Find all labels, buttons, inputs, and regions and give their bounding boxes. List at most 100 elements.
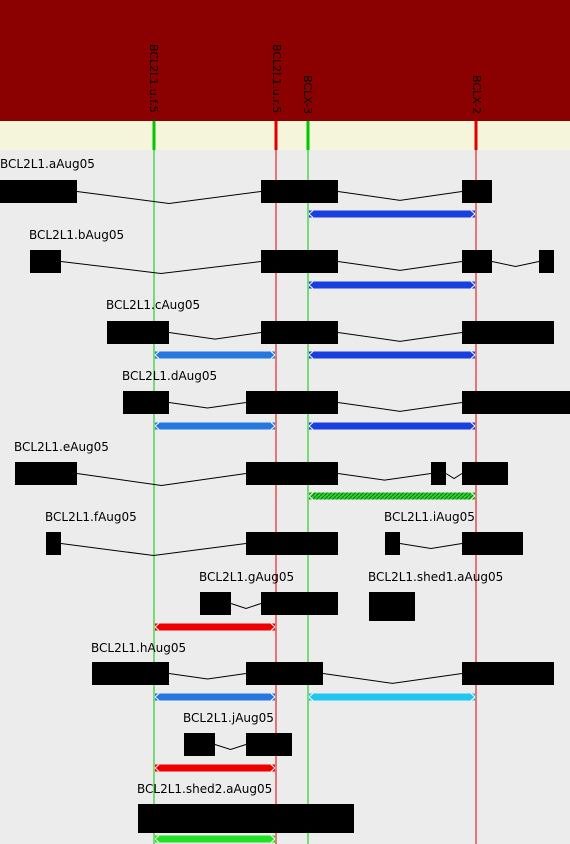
intron-connector xyxy=(491,261,540,268)
amplicon-cap xyxy=(270,764,276,772)
exon-block xyxy=(261,250,338,273)
amplicon-cap xyxy=(270,351,276,359)
exon-block xyxy=(123,391,169,414)
transcript-label-g: BCL2L1.gAug05 xyxy=(199,570,295,584)
exon-block xyxy=(15,462,77,485)
amplicon-cap xyxy=(470,492,476,500)
exon-block xyxy=(200,592,231,615)
amplicon-cap xyxy=(270,422,276,430)
amplicon-cap xyxy=(308,351,314,359)
transcript-label-h: BCL2L1.hAug05 xyxy=(91,641,187,655)
exon-block xyxy=(462,462,508,485)
amplicon-bar xyxy=(309,492,475,500)
exon-block xyxy=(0,180,77,203)
intron-connector xyxy=(76,191,262,205)
transcript-label-e: BCL2L1.eAug05 xyxy=(14,440,109,454)
exon-block xyxy=(431,462,446,485)
amplicon-bar xyxy=(155,422,275,430)
amplicon-cap xyxy=(308,281,314,289)
amplicon-bar xyxy=(155,623,275,631)
transcript-label-b: BCL2L1.bAug05 xyxy=(29,228,125,242)
intron-connector xyxy=(60,261,262,275)
exon-block xyxy=(184,733,215,756)
amplicon-bar xyxy=(309,351,475,359)
intron-connector xyxy=(168,332,262,340)
primer-label-forward-1: BCL2L1.u.f.5 xyxy=(147,44,160,113)
transcript-label-a: BCL2L1.aAug05 xyxy=(0,157,95,171)
intron-connector xyxy=(445,473,463,480)
intron-connector xyxy=(76,473,247,487)
transcript-label-c: BCL2L1.cAug05 xyxy=(106,298,201,312)
amplicon-bar xyxy=(309,422,475,430)
amplicon-cap xyxy=(470,693,476,701)
transcript-label-f: BCL2L1.fAug05 xyxy=(45,510,137,524)
amplicon-cap xyxy=(470,351,476,359)
header-band xyxy=(0,0,570,121)
exon-block xyxy=(246,462,338,485)
exon-block xyxy=(246,391,338,414)
exon-block xyxy=(246,532,338,555)
exon-block xyxy=(261,592,338,615)
exon-block xyxy=(246,662,323,685)
exon-block xyxy=(138,804,354,833)
intron-connector xyxy=(60,543,247,557)
amplicon-bar xyxy=(155,351,275,359)
exon-block xyxy=(462,391,570,414)
exon-block xyxy=(462,662,554,685)
primer-marker xyxy=(152,121,156,150)
amplicon-bar xyxy=(155,835,275,843)
primer-label-reverse-1: BCL2L1.u.r.5 xyxy=(270,44,283,114)
exon-block xyxy=(46,532,61,555)
transcript-label-shed2: BCL2L1.shed2.aAug05 xyxy=(137,782,273,796)
intron-connector xyxy=(337,332,463,342)
exon-block xyxy=(385,532,400,555)
amplicon-cap xyxy=(154,623,160,631)
amplicon-cap xyxy=(270,623,276,631)
primer-label-forward-2: BCLX-3 xyxy=(301,75,314,115)
amplicon-cap xyxy=(154,422,160,430)
exon-block xyxy=(539,250,554,273)
transcript-label-shed1: BCL2L1.shed1.aAug05 xyxy=(368,570,504,584)
primer-marker xyxy=(306,121,310,150)
amplicon-bar xyxy=(155,693,275,701)
amplicon-cap xyxy=(308,422,314,430)
exon-block xyxy=(261,180,338,203)
exon-block xyxy=(30,250,61,273)
amplicon-cap xyxy=(154,835,160,843)
amplicon-bar xyxy=(155,764,275,772)
intron-connector xyxy=(399,543,463,550)
exon-block xyxy=(261,321,338,344)
intron-connector xyxy=(337,191,463,201)
amplicon-cap xyxy=(470,422,476,430)
intron-connector xyxy=(337,473,432,481)
intron-connector xyxy=(168,402,247,409)
intron-connector xyxy=(337,261,463,271)
amplicon-cap xyxy=(470,281,476,289)
transcript-label-d: BCL2L1.dAug05 xyxy=(122,369,218,383)
amplicon-bar xyxy=(309,693,475,701)
amplicon-bar xyxy=(309,281,475,289)
primer-marker xyxy=(474,121,478,150)
intron-connector xyxy=(214,744,247,751)
amplicon-cap xyxy=(270,693,276,701)
exon-block xyxy=(369,592,415,621)
exon-block xyxy=(462,180,492,203)
amplicon-bar xyxy=(309,210,475,218)
exon-block xyxy=(246,733,292,756)
intron-connector xyxy=(337,402,463,412)
exon-block xyxy=(462,250,492,273)
amplicon-cap xyxy=(470,210,476,218)
intron-connector xyxy=(168,673,247,680)
primer-label-reverse-2: BCLX-2 xyxy=(470,75,483,115)
primer-marker xyxy=(274,121,278,150)
exon-block xyxy=(92,662,169,685)
transcript-label-j: BCL2L1.jAug05 xyxy=(183,711,274,725)
exon-block xyxy=(462,321,554,344)
amplicon-cap xyxy=(270,835,276,843)
amplicon-cap xyxy=(308,210,314,218)
amplicon-cap xyxy=(154,351,160,359)
exon-block xyxy=(107,321,169,344)
amplicon-cap xyxy=(154,764,160,772)
